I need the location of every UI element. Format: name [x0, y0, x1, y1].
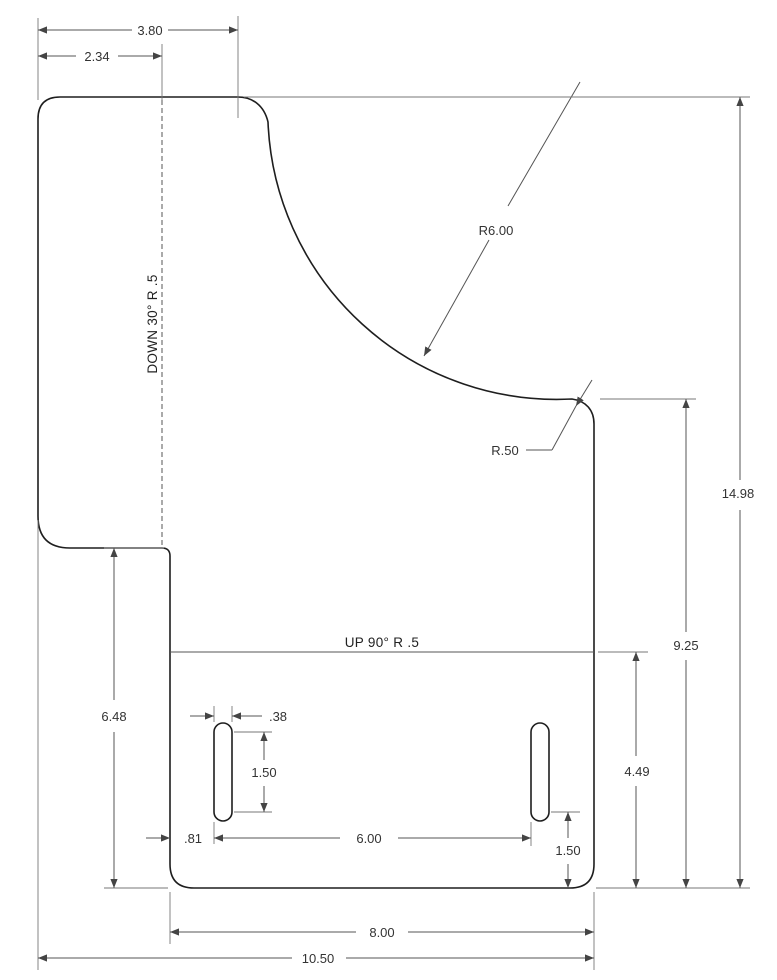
dim-height-flange: 4.49	[598, 651, 650, 888]
dim-text-height-flange: 4.49	[624, 764, 649, 779]
dim-text-small-radius: R.50	[491, 443, 518, 458]
bend-note-up: UP 90° R .5	[345, 635, 420, 650]
dim-width-overall: 10.50	[37, 520, 594, 970]
dim-height-right: 9.25	[600, 398, 699, 888]
dim-text-height-left-step: 6.48	[101, 709, 126, 724]
slot-left	[213, 722, 233, 822]
dim-width-bottom: 8.00	[169, 892, 595, 970]
dim-slot-spacing: 6.00	[214, 822, 532, 846]
dim-height-left-step: 6.48	[101, 547, 168, 889]
dim-text-height-right: 9.25	[673, 638, 698, 653]
part-outline	[37, 96, 595, 889]
dim-slot-length: 1.50	[234, 731, 277, 813]
dim-height-overall: 14.98	[244, 96, 755, 889]
dim-text-width-overall: 10.50	[302, 951, 335, 966]
slot-right	[530, 722, 550, 822]
dim-slot-edge-offset: .81	[146, 822, 215, 846]
dim-big-radius: R6.00	[423, 81, 581, 357]
bend-note-down: DOWN 30° R .5	[145, 274, 160, 373]
dim-slot-bottom-offset: 1.50	[551, 811, 581, 888]
dim-text-slot-edge-offset: .81	[184, 831, 202, 846]
dim-text-slot-bottom-offset: 1.50	[555, 843, 580, 858]
dim-text-slot-spacing: 6.00	[356, 831, 381, 846]
dim-text-slot-width: .38	[269, 709, 287, 724]
dim-text-top-partial: 2.34	[84, 49, 109, 64]
dim-small-radius: R.50	[491, 379, 593, 458]
dim-text-big-radius: R6.00	[479, 223, 514, 238]
dim-top-overall: 3.80	[37, 16, 239, 118]
dim-slot-width: .38	[190, 706, 287, 724]
dim-text-top-overall: 3.80	[137, 23, 162, 38]
dim-top-partial: 2.34	[38, 44, 163, 100]
dim-text-height-overall: 14.98	[722, 486, 755, 501]
dim-text-slot-length: 1.50	[251, 765, 276, 780]
dim-text-width-bottom: 8.00	[369, 925, 394, 940]
